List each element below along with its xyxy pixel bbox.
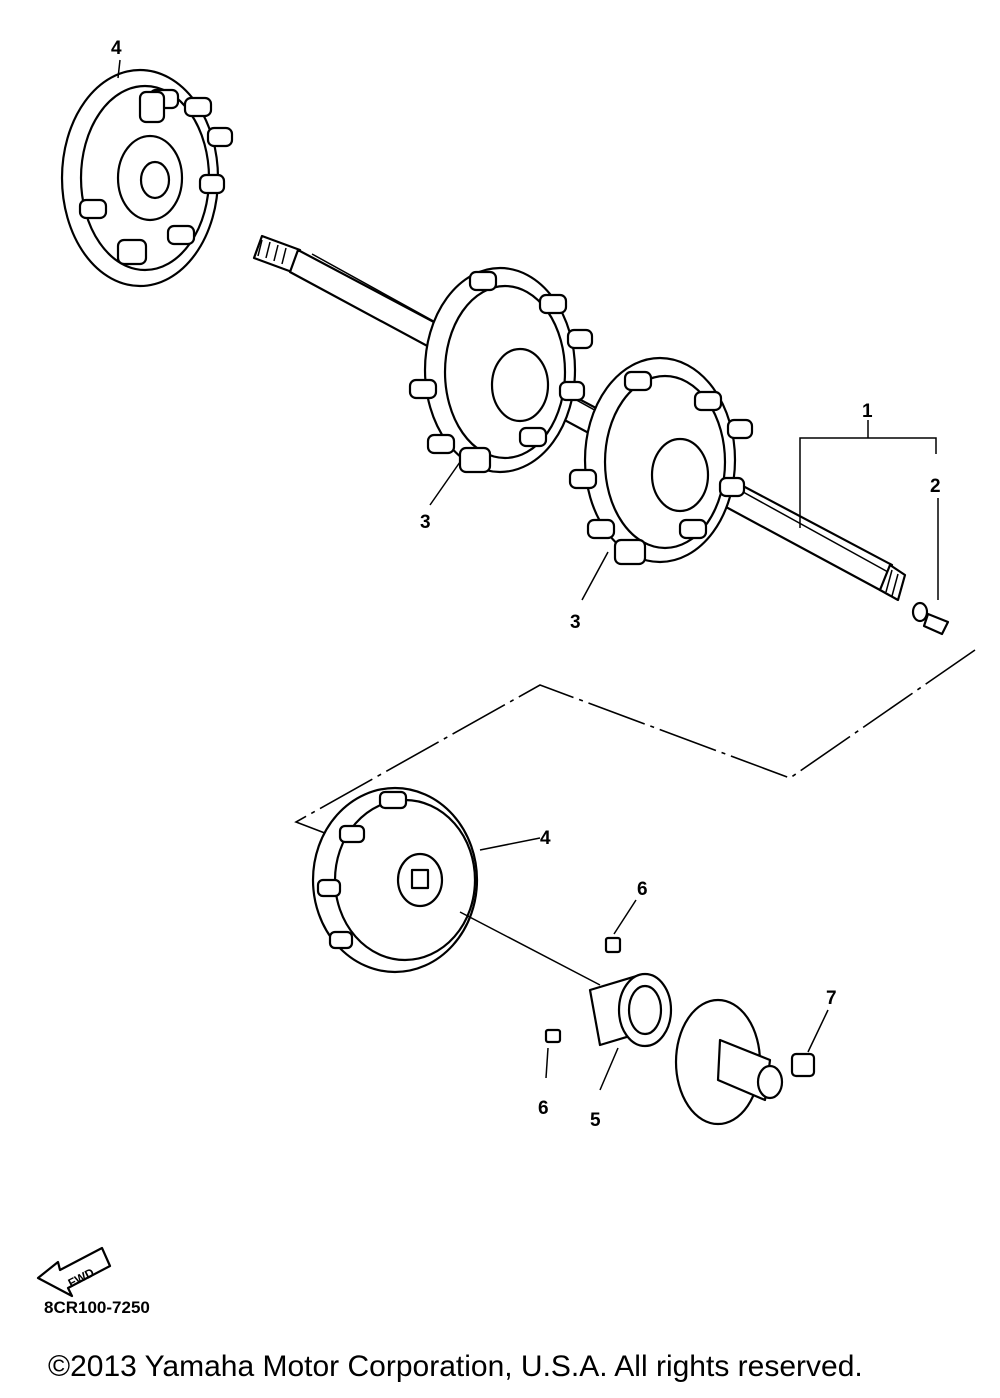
callout-4-top: 4 [111, 38, 122, 59]
diagram-code: 8CR100-7250 [44, 1298, 150, 1317]
sprocket-3-left [408, 266, 594, 474]
sprocket-3-right [568, 356, 754, 566]
callout-2: 2 [930, 476, 941, 497]
sprocket-wheel-bottom [311, 786, 479, 974]
callout-4-bottom: 4 [540, 828, 551, 849]
assembly-guide-line [294, 649, 976, 836]
callout-7: 7 [826, 988, 837, 1009]
callout-6-bottom: 6 [538, 1098, 549, 1119]
callout-5: 5 [590, 1110, 601, 1131]
sprocket-wheel-top [60, 68, 234, 288]
callout-3-left: 3 [420, 512, 431, 533]
callout-3-right: 3 [570, 612, 581, 633]
callout-6-top: 6 [637, 879, 648, 900]
callout-1: 1 [862, 401, 873, 422]
flange-and-nut [674, 998, 816, 1126]
copyright-notice: ©2013 Yamaha Motor Corporation, U.S.A. A… [48, 1350, 863, 1383]
bearing-assembly [459, 911, 673, 1048]
fwd-arrow-icon: FWD [36, 1246, 112, 1298]
leader-lines [117, 59, 939, 1091]
